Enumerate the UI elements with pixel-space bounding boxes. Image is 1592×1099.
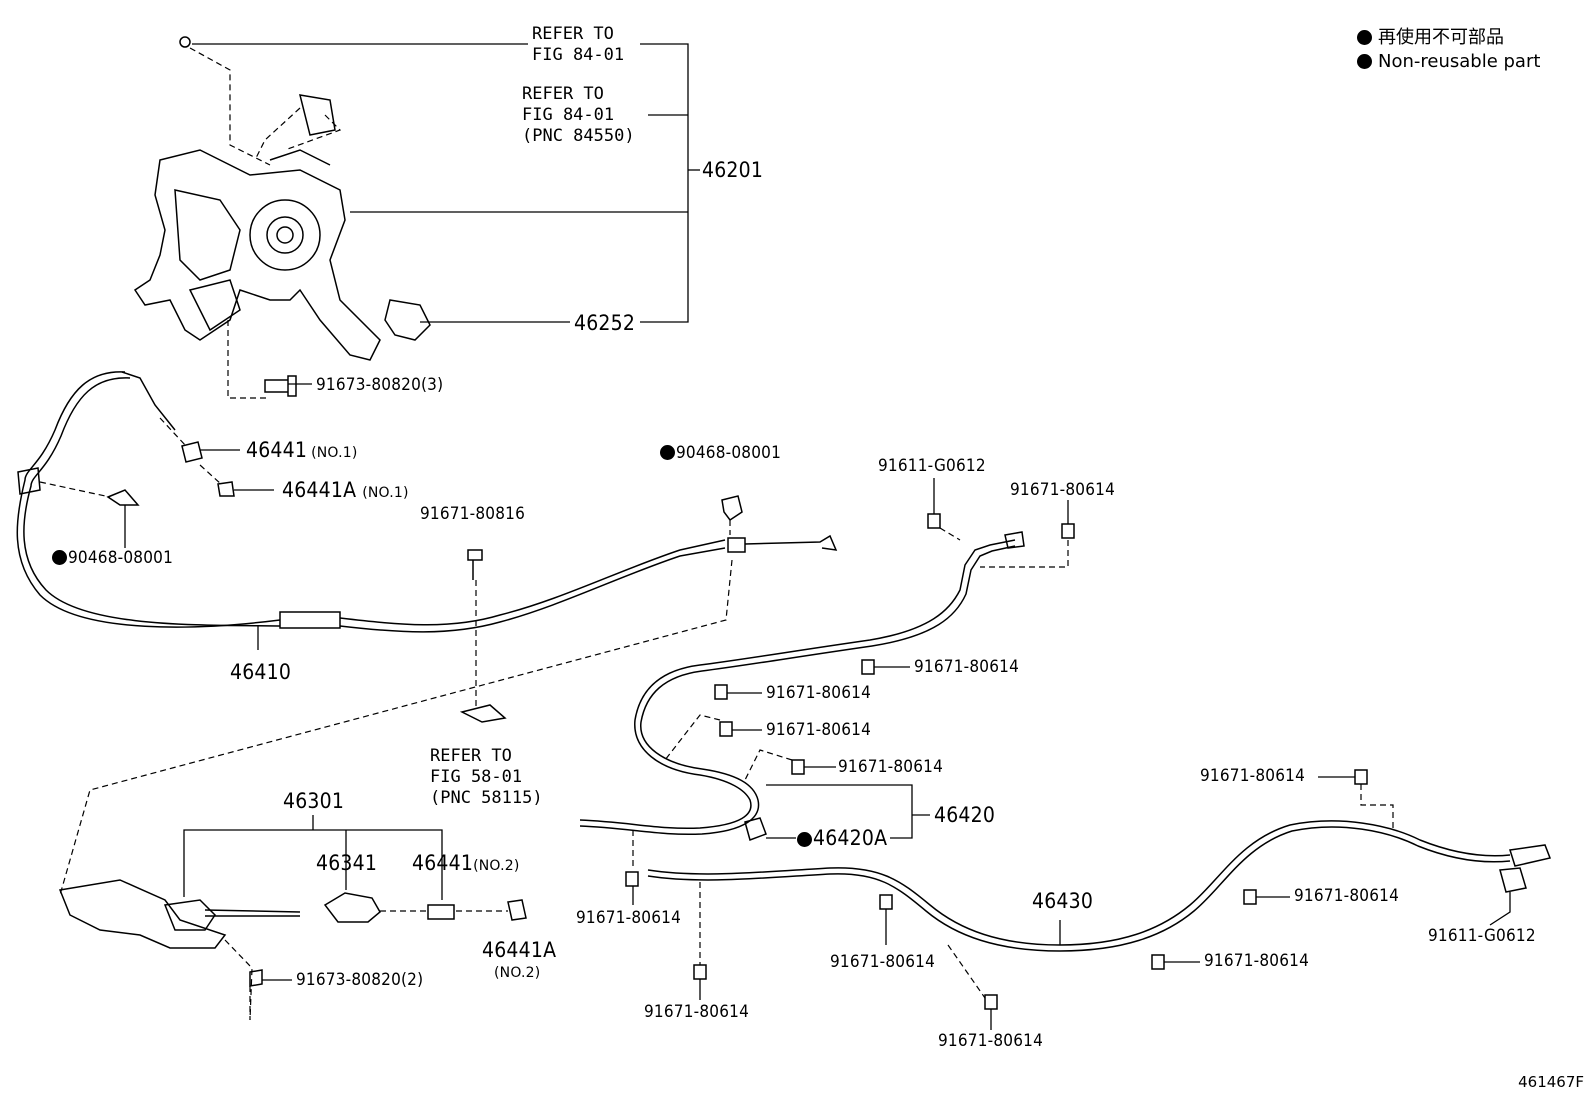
front-cable-drawing [16,371,838,633]
rear-cable-46420-bolts [714,513,1075,775]
rear-cable-46430-drawing [647,820,1552,952]
rear-cable-46420-drawing [579,531,1025,841]
front-cable-dashed [39,417,733,896]
part-91671-80614-k[interactable]: 91671-80614 [1294,886,1400,906]
part-91671-80614-e[interactable]: 91671-80614 [838,757,944,777]
bolt-91673-a [264,375,297,397]
part-90468-08001-a[interactable]: 90468-08001 [52,548,173,568]
part-46420A[interactable]: 46420A [797,826,887,850]
pedal-dashed [189,47,342,399]
part-91671-80614-d[interactable]: 91671-80614 [766,720,872,740]
part-46301[interactable]: 46301 [283,789,345,813]
part-46410[interactable]: 46410 [230,660,292,684]
non-reusable-dot-icon [52,550,67,565]
part-46420[interactable]: 46420 [934,803,996,827]
non-reusable-dot-icon [660,445,675,460]
part-91671-80614-j[interactable]: 91671-80614 [1200,766,1306,786]
refer-fig-84-01-b[interactable]: REFER TO FIG 84-01 (PNC 84550) [522,84,635,146]
figure-code: 461467F [1518,1073,1584,1091]
rear-cable-46430-bolts [625,769,1527,1010]
part-46441A-no1[interactable]: 46441A(NO.1) [282,478,409,502]
lever-dashed [224,910,508,1021]
pedal-assembly-drawing [133,36,431,361]
part-46341[interactable]: 46341 [316,851,378,875]
lever-leaders [183,815,443,981]
pedal-leaders [192,43,700,385]
part-46441A-no2[interactable]: 46441A [482,938,557,962]
legend-text-jp: 再使用不可部品 [1378,27,1504,48]
part-46441-no2[interactable]: 46441(NO.2) [412,851,520,875]
lever-assembly-drawing [58,879,527,987]
part-91671-80614-c[interactable]: 91671-80614 [766,683,872,703]
legend-en: Non-reusable part [1357,50,1540,74]
legend-text-en: Non-reusable part [1378,51,1541,72]
legend-jp: 再使用不可部品 [1357,26,1504,50]
non-reusable-dot-icon [1357,30,1372,45]
rear-cable-46420-dashed [632,527,1069,870]
non-reusable-dot-icon [797,832,812,847]
part-46252[interactable]: 46252 [574,311,636,335]
part-90468-08001-b[interactable]: 90468-08001 [660,443,781,463]
part-91671-80614-h[interactable]: 91671-80614 [830,952,936,972]
part-91671-80614-l[interactable]: 91671-80614 [1204,951,1310,971]
part-91671-80614-i[interactable]: 91671-80614 [938,1031,1044,1051]
refer-fig-58-01[interactable]: REFER TO FIG 58-01 (PNC 58115) [430,746,543,808]
non-reusable-dot-icon [1357,54,1372,69]
part-91671-80614-g[interactable]: 91671-80614 [644,1002,750,1022]
part-91671-80614-f[interactable]: 91671-80614 [576,908,682,928]
part-46430[interactable]: 46430 [1032,889,1094,913]
part-91671-80614-a[interactable]: 91671-80614 [1010,480,1116,500]
part-91673-80820-3[interactable]: 91673-80820(3) [316,375,444,395]
part-91673-80820-2[interactable]: 91673-80820(2) [296,970,424,990]
part-91611-g0612-b[interactable]: 91611-G0612 [1428,926,1536,946]
front-cable-leaders [124,449,274,650]
rear-cable-46430-leaders [632,776,1511,1030]
part-46201[interactable]: 46201 [702,158,764,182]
part-46441A-no2-sub: (NO.2) [494,965,541,981]
part-46441-no1[interactable]: 46441(NO.1) [246,438,358,462]
rear-cable-46430-dashed [699,784,1394,999]
rear-cable-46420-leaders [727,478,1069,839]
part-91671-80816[interactable]: 91671-80816 [420,504,526,524]
refer-fig-84-01-a[interactable]: REFER TO FIG 84-01 [532,24,625,65]
front-cable-small-parts [106,441,743,723]
part-91671-80614-b[interactable]: 91671-80614 [914,657,1020,677]
part-91611-g0612-a[interactable]: 91611-G0612 [878,456,986,476]
